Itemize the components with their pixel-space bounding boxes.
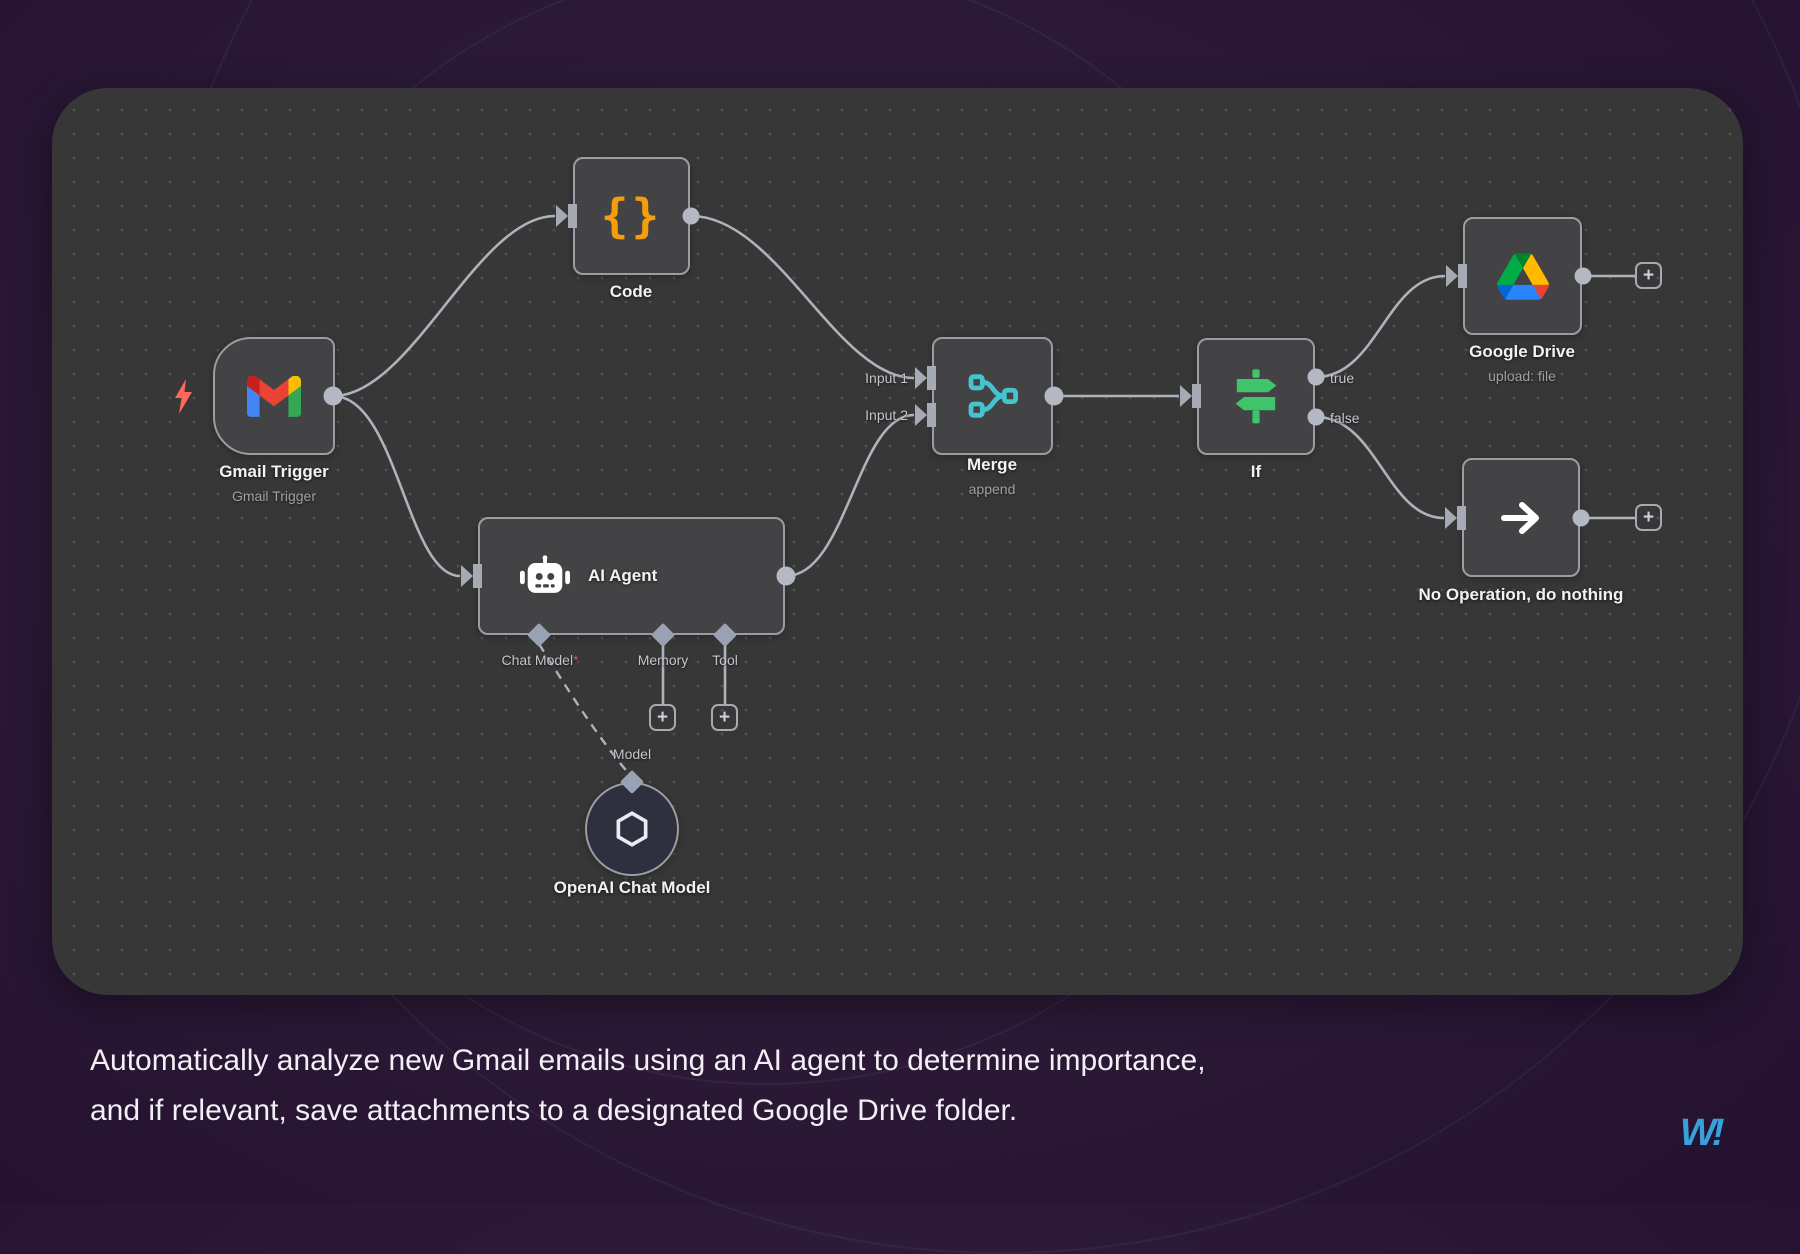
openai-title: OpenAI Chat Model <box>553 878 711 897</box>
noop-title: No Operation, do nothing <box>1418 585 1624 604</box>
input-arrow-code <box>556 205 568 227</box>
connection-gmail-to-code[interactable] <box>332 214 556 398</box>
if-true-label: true <box>1330 370 1355 386</box>
node-merge[interactable] <box>932 337 1053 455</box>
openai-icon <box>616 811 648 847</box>
lightning-icon <box>175 379 192 414</box>
description-line2: and if relevant, save attachments to a d… <box>90 1094 1018 1127</box>
model-port-label: Model <box>612 746 652 762</box>
input-arrow-merge-2 <box>915 404 927 426</box>
code-label: Code <box>531 282 731 302</box>
add-memory-button[interactable]: + <box>649 704 676 731</box>
add-node-after-drive-button[interactable]: + <box>1635 262 1662 289</box>
merge-icon <box>968 374 1018 418</box>
input-arrow-drive <box>1446 265 1458 287</box>
connection-gmail-to-agent[interactable] <box>332 394 461 578</box>
connection-code-to-merge[interactable] <box>690 214 915 380</box>
merge-label: Merge append <box>892 455 1092 497</box>
node-google-drive[interactable] <box>1463 217 1582 335</box>
input-arrow-merge-1 <box>915 367 927 389</box>
code-braces-icon: {} <box>600 189 663 243</box>
if-false-label: false <box>1330 410 1360 426</box>
node-gmail-trigger[interactable] <box>213 337 335 455</box>
arrow-right-icon <box>1501 501 1539 534</box>
drive-subtitle: upload: file <box>1488 368 1556 384</box>
merge-subtitle: append <box>968 481 1016 497</box>
node-ai-agent[interactable]: AI Agent <box>478 517 785 635</box>
google-drive-icon <box>1496 252 1549 300</box>
node-code[interactable]: {} <box>573 157 690 275</box>
connection-agent-to-merge[interactable] <box>785 413 915 578</box>
merge-input2-label: Input 2 <box>865 407 908 423</box>
add-tool-button[interactable]: + <box>711 704 738 731</box>
gmail-label: Gmail Trigger Gmail Trigger <box>174 462 374 504</box>
if-title: If <box>1250 462 1262 481</box>
node-openai-chat-model[interactable] <box>585 782 679 876</box>
connection-if-true-to-drive[interactable] <box>1315 274 1446 379</box>
node-noop[interactable] <box>1462 458 1580 577</box>
input-arrow-agent <box>461 565 473 587</box>
workflow-canvas[interactable]: {} AI Agent <box>52 88 1743 995</box>
openai-label: OpenAI Chat Model <box>532 878 732 898</box>
if-label: If <box>1156 462 1356 482</box>
gmail-subtitle: Gmail Trigger <box>231 488 317 504</box>
chat-model-port-label: Chat Model* <box>480 652 600 668</box>
node-if[interactable] <box>1197 338 1315 455</box>
description-line1: Automatically analyze new Gmail emails u… <box>90 1044 1206 1077</box>
robot-icon <box>520 554 570 593</box>
drive-label: Google Drive upload: file <box>1422 342 1622 384</box>
ai-agent-title: AI Agent <box>588 566 658 585</box>
brand-logo: W! <box>1680 1112 1724 1154</box>
code-title: Code <box>609 282 653 301</box>
tool-port-label: Tool <box>712 652 738 668</box>
gmail-icon <box>247 375 301 417</box>
connection-chatmodel-to-openai[interactable] <box>537 643 631 776</box>
gmail-title: Gmail Trigger <box>219 462 329 481</box>
memory-port-label: Memory <box>637 652 689 668</box>
workflow-description: Automatically analyze new Gmail emails u… <box>90 1036 1206 1136</box>
add-node-after-noop-button[interactable]: + <box>1635 504 1662 531</box>
signpost-icon <box>1235 368 1277 423</box>
noop-label: No Operation, do nothing <box>1371 585 1671 605</box>
merge-title: Merge <box>966 455 1018 474</box>
chat-model-text: Chat Model <box>501 652 574 668</box>
required-marker: * <box>573 652 579 668</box>
connection-if-false-to-noop[interactable] <box>1315 415 1445 520</box>
input-arrow-if <box>1180 385 1192 407</box>
merge-input1-label: Input 1 <box>865 370 908 386</box>
input-arrow-noop <box>1445 507 1457 529</box>
drive-title: Google Drive <box>1469 342 1575 361</box>
